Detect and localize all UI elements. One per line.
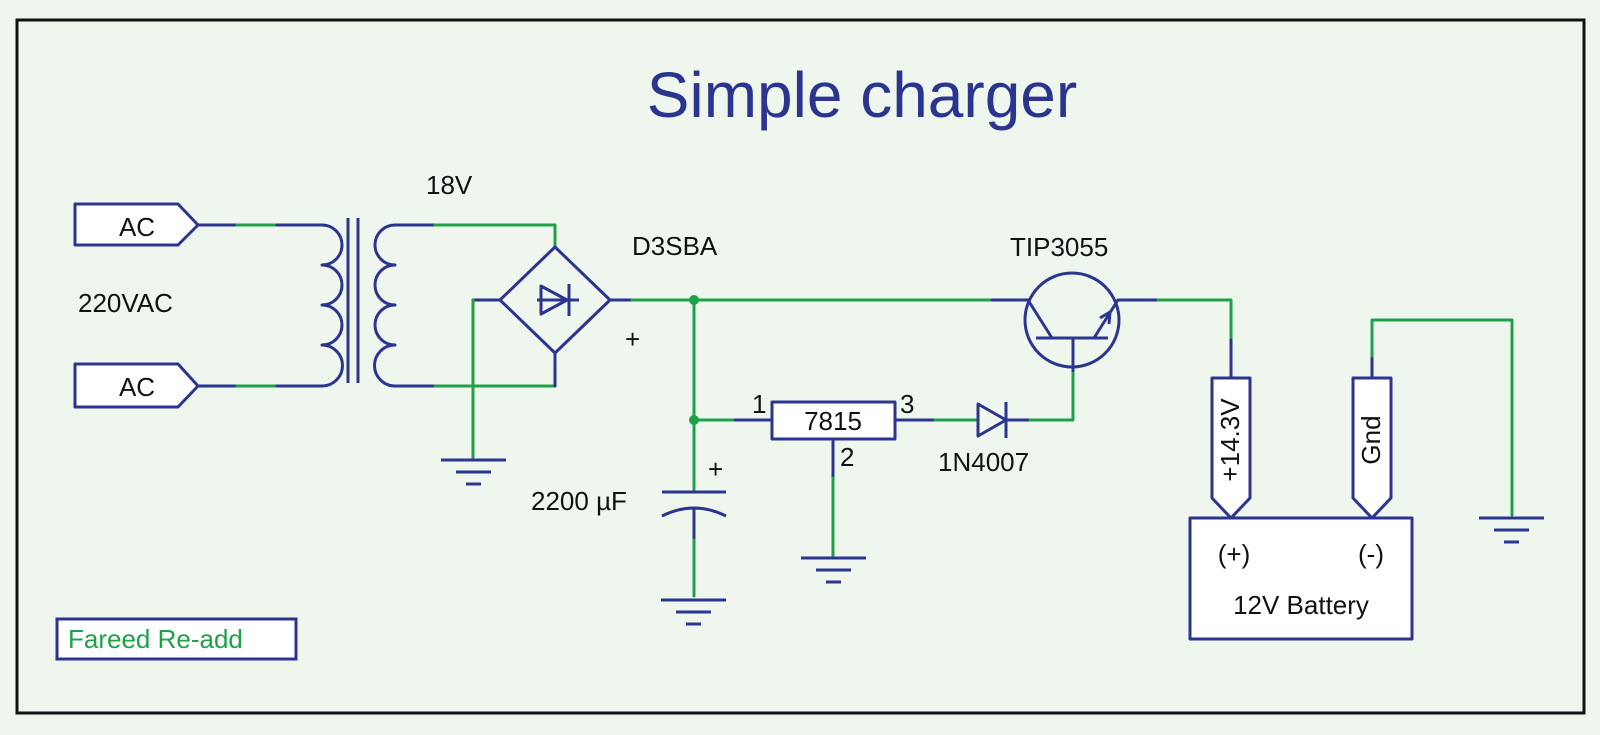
connector-output-ground: Gnd bbox=[1351, 376, 1393, 520]
bridge-rectifier bbox=[498, 245, 612, 355]
battery-12v bbox=[1188, 516, 1414, 641]
ground-symbol-bridge bbox=[441, 458, 506, 486]
mains-voltage-label: 220VAC bbox=[78, 288, 173, 318]
ground-symbol-capacitor bbox=[661, 598, 726, 626]
output-positive-label: +14.3V bbox=[1215, 398, 1245, 482]
credit-label: Fareed Re-add bbox=[68, 624, 243, 654]
wire-emitter bbox=[1156, 298, 1233, 342]
transistor-emitter-arrow bbox=[1099, 310, 1112, 325]
regulator-label: 7815 bbox=[804, 406, 862, 436]
battery-plus-label: (+) bbox=[1218, 539, 1251, 569]
transformer bbox=[320, 218, 397, 388]
battery-label: 12V Battery bbox=[1233, 590, 1369, 620]
regulator-pin2-label: 2 bbox=[840, 442, 854, 472]
diode-label: 1N4007 bbox=[938, 447, 1029, 477]
ac-connector-top: AC bbox=[73, 202, 200, 247]
ac-top-label: AC bbox=[119, 212, 155, 242]
regulator-pin1-label: 1 bbox=[752, 389, 766, 419]
primary-winding bbox=[320, 223, 344, 388]
ground-symbol-output bbox=[1479, 516, 1544, 544]
secondary-voltage-label: 18V bbox=[426, 170, 473, 200]
bridge-diode-triangle bbox=[539, 284, 569, 316]
ground-symbol-regulator bbox=[801, 556, 866, 584]
transistor-collector bbox=[1026, 299, 1054, 339]
transistor-tip3055 bbox=[1023, 271, 1121, 372]
ac-connector-bottom: AC bbox=[73, 362, 200, 409]
bridge-plus-label: + bbox=[625, 324, 640, 354]
diode-triangle bbox=[976, 402, 1008, 438]
secondary-winding bbox=[373, 223, 397, 388]
bridge-label: D3SBA bbox=[632, 231, 718, 261]
diode-1n4007 bbox=[976, 402, 1008, 438]
regulator-pin3-label: 3 bbox=[900, 389, 914, 419]
capacitor-value-label: 2200 µF bbox=[531, 486, 627, 516]
diagram-frame bbox=[15, 18, 1586, 715]
bridge-diamond bbox=[498, 245, 612, 355]
battery-minus-label: (-) bbox=[1358, 539, 1384, 569]
credit-box bbox=[55, 617, 298, 661]
wire-sec-top bbox=[433, 223, 557, 249]
diagram-title: Simple charger bbox=[647, 59, 1077, 131]
wire-gnd bbox=[1370, 318, 1514, 517]
ac-bottom-label: AC bbox=[119, 372, 155, 402]
transistor-emitter bbox=[1092, 299, 1120, 339]
transistor-label: TIP3055 bbox=[1010, 232, 1108, 262]
wire-diode-to-base bbox=[1028, 370, 1075, 422]
capacitor-plus-label: + bbox=[708, 454, 723, 484]
connector-output-positive: +14.3V bbox=[1210, 376, 1252, 520]
output-ground-label: Gnd bbox=[1356, 415, 1386, 464]
